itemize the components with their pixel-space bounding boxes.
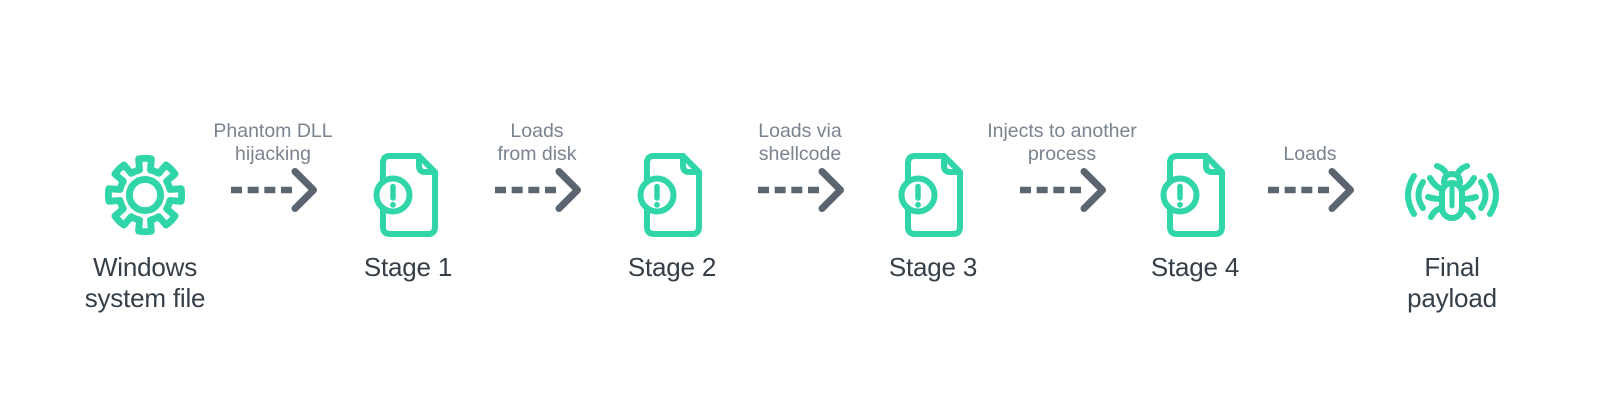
bug-icon [1332, 150, 1572, 240]
arrow-loads-from-disk: Loads from disk [427, 118, 647, 217]
node-label: Stage 4 [1150, 252, 1240, 282]
node-label: Stage 2 [627, 252, 717, 282]
node-stage-2: Stage 2 [552, 150, 792, 283]
node-stage-1: Stage 1 [288, 150, 528, 283]
node-label: Stage 3 [888, 252, 978, 282]
arrow-label: Loads [1283, 143, 1337, 165]
arrow-label: Loads via shellcode [758, 120, 842, 165]
arrow-label: Injects to another process [987, 120, 1137, 165]
arrow-label: Loads from disk [497, 120, 577, 165]
node-stage-4: Stage 4 [1075, 150, 1315, 283]
arrow-phantom-dll-hijacking: Phantom DLL hijacking [163, 118, 383, 217]
arrow-loads-via-shellcode: Loads via shellcode [690, 118, 910, 217]
node-label: Stage 1 [363, 252, 453, 282]
node-stage-3: Stage 3 [813, 150, 1053, 283]
node-label: Final payload [1407, 252, 1497, 313]
arrow-injects-to-another-process: Injects to another process [952, 118, 1172, 217]
arrow-label: Phantom DLL hijacking [213, 120, 333, 165]
arrow-loads: Loads [1200, 118, 1420, 217]
node-label: Windows system file [84, 252, 206, 313]
node-windows-system-file: Windows system file [25, 150, 265, 314]
node-final-payload: Final payload [1332, 150, 1572, 314]
